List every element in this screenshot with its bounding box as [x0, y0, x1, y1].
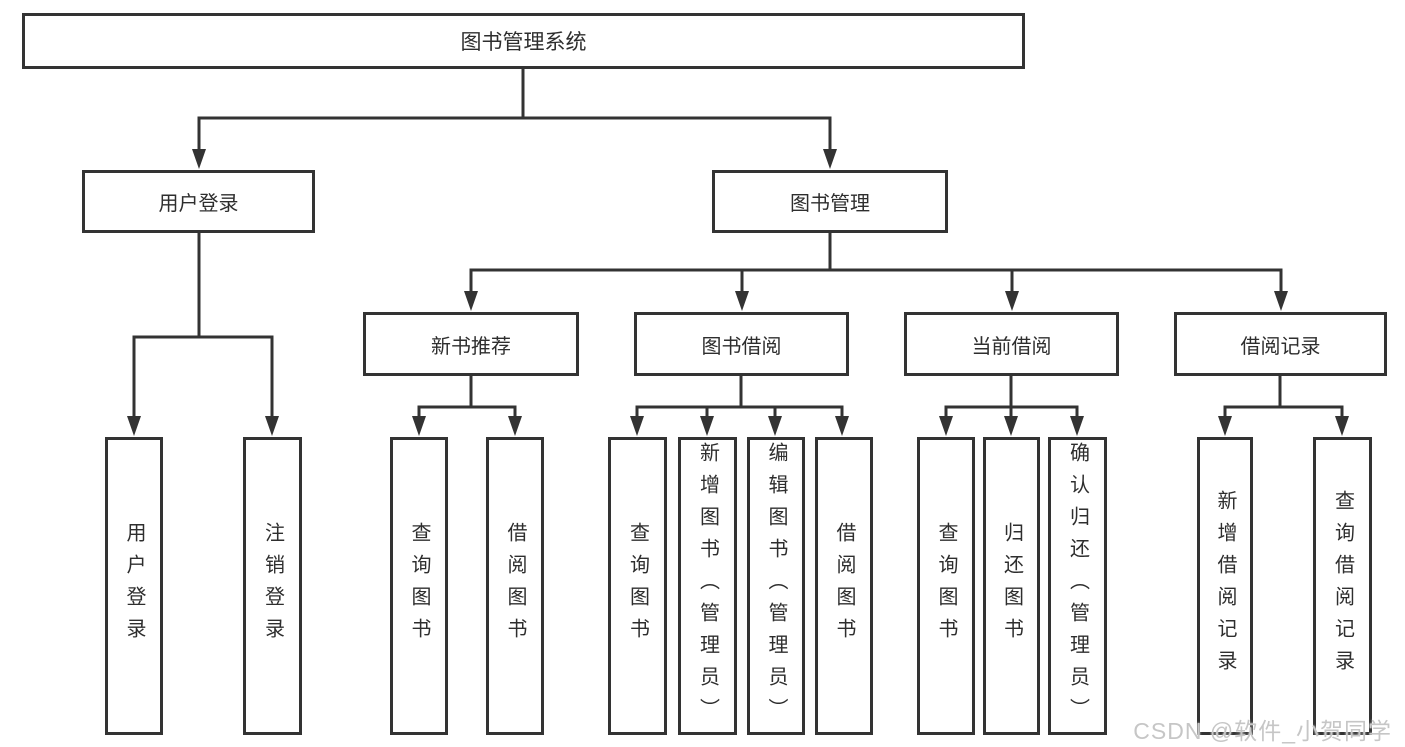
leaf-add-book-admin: 新增图书（管理员） — [678, 437, 737, 735]
watermark: CSDN @软件_小贺同学 — [1133, 718, 1392, 744]
leaf-query-books-current: 查询图书 — [917, 437, 975, 735]
node-root: 图书管理系统 — [22, 13, 1025, 69]
node-user-login: 用户登录 — [82, 170, 315, 233]
leaf-borrow-books: 借阅图书 — [815, 437, 873, 735]
node-borrow-records: 借阅记录 — [1174, 312, 1387, 376]
leaf-user-login: 用户登录 — [105, 437, 163, 735]
leaf-logout: 注销登录 — [243, 437, 302, 735]
leaf-query-books-borrow: 查询图书 — [608, 437, 667, 735]
leaf-add-borrow-record: 新增借阅记录 — [1197, 437, 1253, 735]
node-book-borrow: 图书借阅 — [634, 312, 849, 376]
leaf-confirm-return-admin: 确认归还（管理员） — [1048, 437, 1107, 735]
node-new-book-recommend: 新书推荐 — [363, 312, 579, 376]
leaf-return-book: 归还图书 — [983, 437, 1040, 735]
arrowheads — [127, 149, 1349, 436]
leaf-borrow-books-recommend: 借阅图书 — [486, 437, 544, 735]
node-book-management: 图书管理 — [712, 170, 948, 233]
leaf-edit-book-admin: 编辑图书（管理员） — [747, 437, 805, 735]
leaf-query-books-recommend: 查询图书 — [390, 437, 448, 735]
leaf-query-borrow-record: 查询借阅记录 — [1313, 437, 1372, 735]
node-current-borrow: 当前借阅 — [904, 312, 1119, 376]
